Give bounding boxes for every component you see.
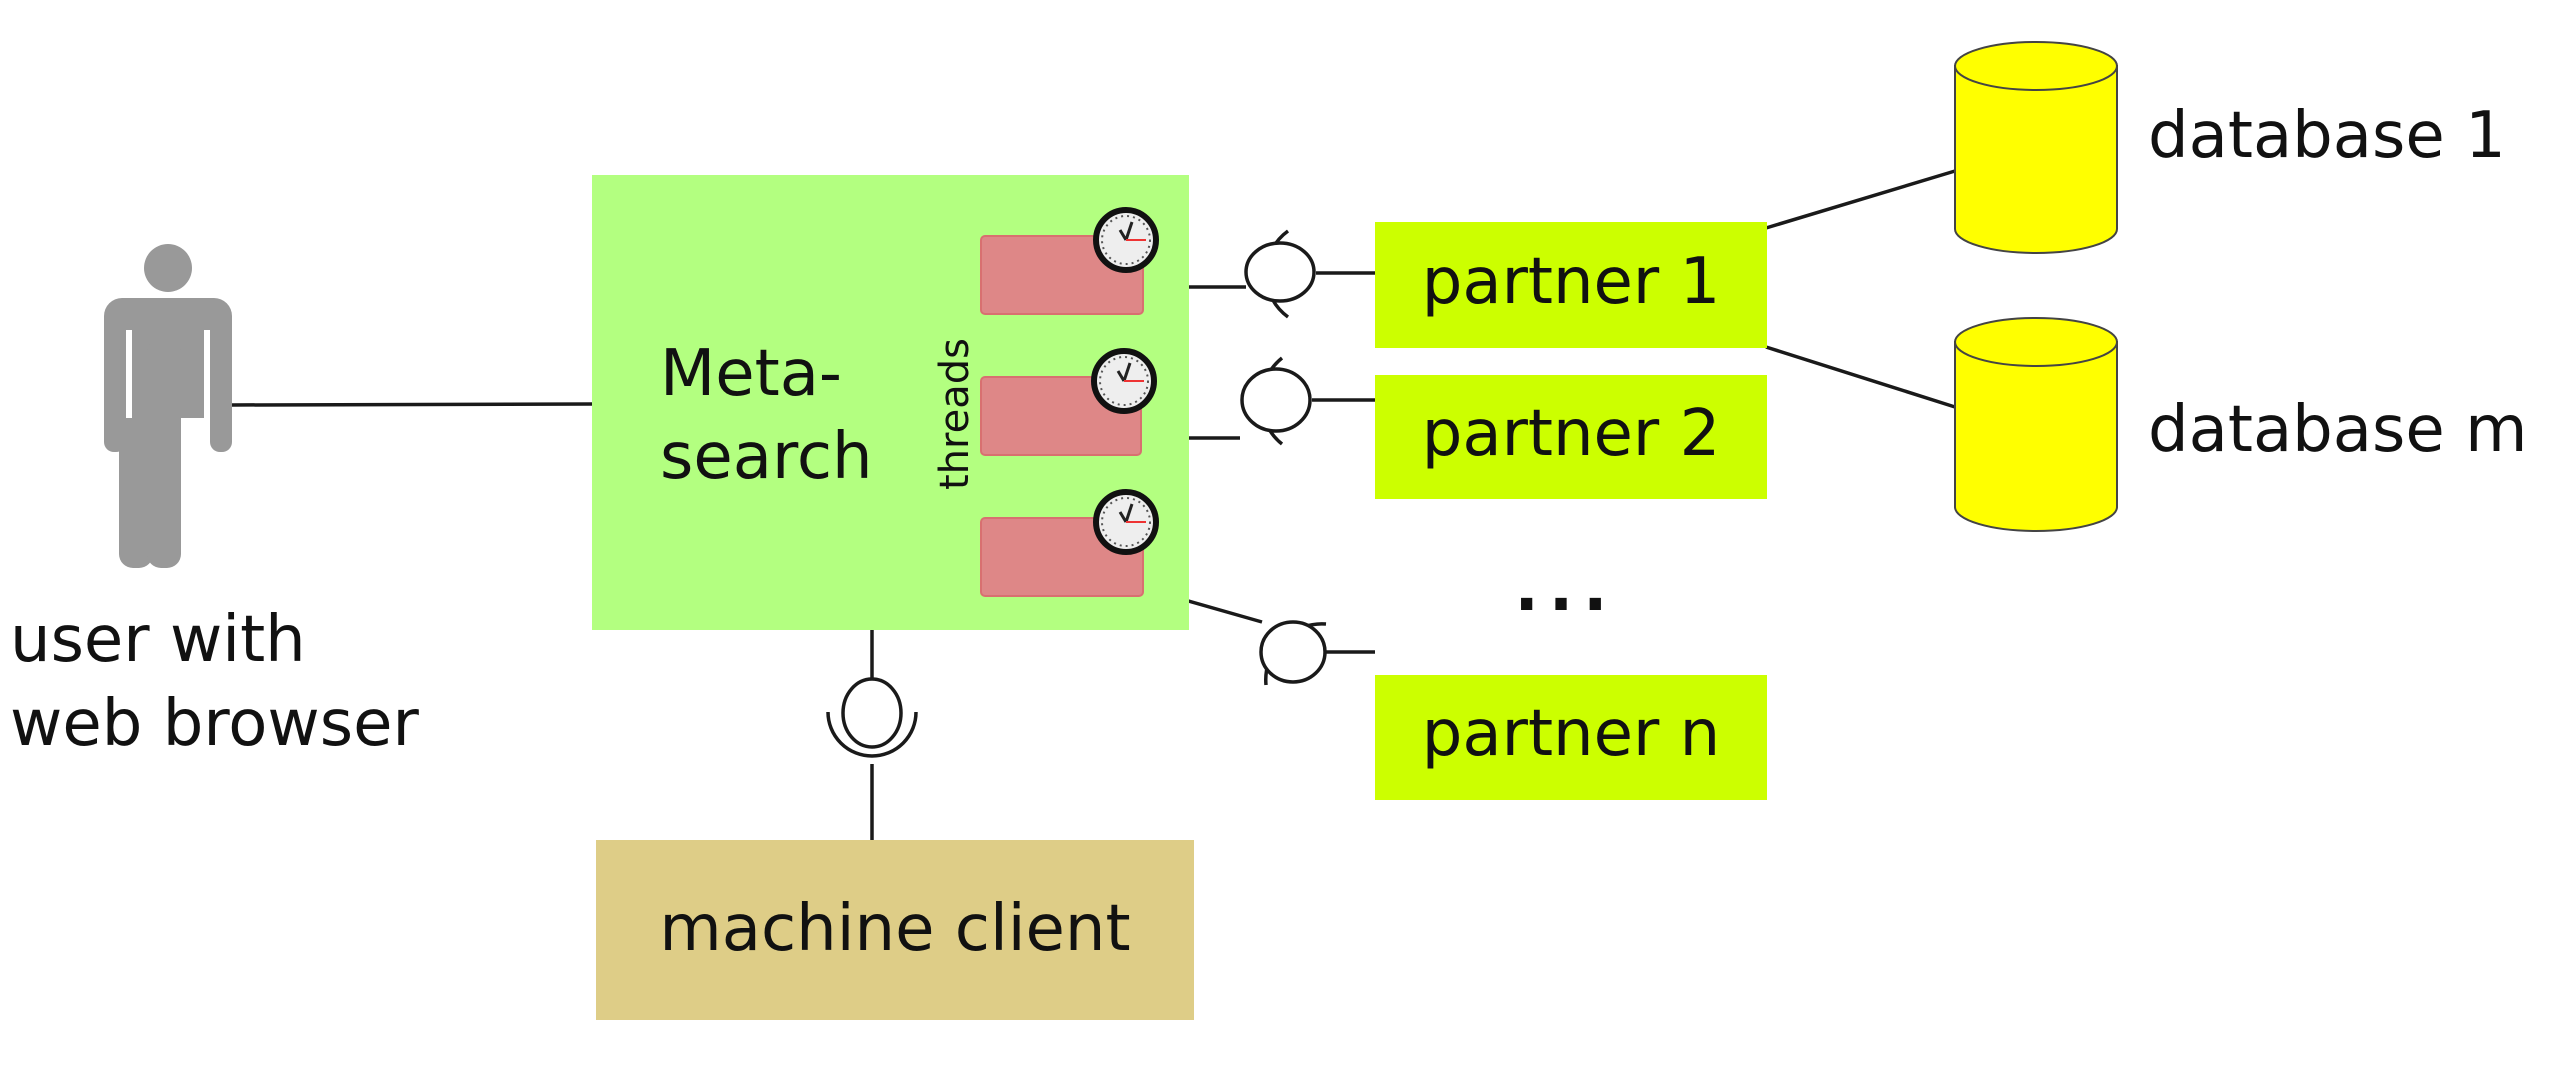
edge-thread3-partnern — [1142, 586, 1375, 686]
threads-label: threads — [932, 338, 978, 490]
metasearch-label-line-2: search — [660, 420, 873, 494]
database-cylinder-icon — [1954, 41, 2118, 254]
metasearch-label-line-1: Meta- — [660, 337, 842, 411]
database-m-label: database m — [2148, 393, 2527, 467]
machine-client-label: machine client — [659, 892, 1130, 966]
edge-user-metasearch — [231, 402, 593, 407]
database-m[interactable]: database m — [1954, 317, 2527, 532]
edge-partner1-databasem — [1765, 345, 1956, 409]
partner-n[interactable]: partner n — [1375, 675, 1767, 800]
partner-1-label: partner 1 — [1422, 245, 1721, 319]
database-1-label: database 1 — [2148, 99, 2506, 173]
partner-2[interactable]: partner 2 — [1375, 375, 1767, 499]
database-1[interactable]: database 1 — [1954, 41, 2506, 254]
user-label-line-2: web browser — [10, 687, 419, 761]
database-cylinder-icon — [1954, 317, 2118, 532]
person-arm-gap-left — [126, 330, 132, 418]
person-arm-gap-right — [204, 330, 210, 418]
user-label-line-1: user with — [10, 603, 306, 677]
clock-icon — [1093, 207, 1159, 273]
partner-1[interactable]: partner 1 — [1375, 222, 1767, 348]
partner-n-label: partner n — [1422, 697, 1720, 771]
edge-thread1-partner1 — [1143, 229, 1375, 319]
partners-ellipsis: ... — [1515, 552, 1618, 626]
partner-2-label: partner 2 — [1422, 397, 1721, 471]
machine-client-component[interactable]: machine client — [596, 840, 1194, 1020]
clock-icon — [1091, 348, 1157, 414]
person-icon — [104, 244, 232, 568]
edge-machineclient-metasearch — [826, 630, 918, 840]
clock-icon — [1093, 489, 1159, 555]
edge-partner1-database1 — [1765, 169, 1956, 230]
